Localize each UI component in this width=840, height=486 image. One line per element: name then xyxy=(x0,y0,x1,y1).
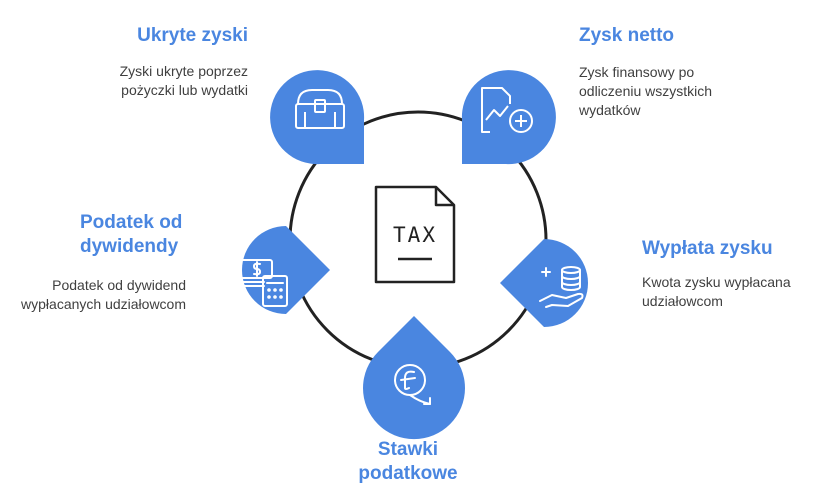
desc-dividend-tax: Podatek od dywidend wypłacanych udziałow… xyxy=(21,277,186,312)
tax-document-icon: TAX xyxy=(374,185,456,284)
coin-arrow-down-icon xyxy=(394,364,431,405)
desc-net-profit: Zysk finansowy po odliczeniu wszystkich … xyxy=(579,64,713,118)
treasure-chest-icon xyxy=(295,89,345,129)
drop-net-profit xyxy=(461,70,556,165)
drop-profit-payout xyxy=(500,239,588,327)
title-profit-payout: Wypłata zysku xyxy=(642,238,773,259)
money-calculator-icon xyxy=(239,259,288,307)
tax-label: TAX xyxy=(393,223,437,247)
drop-hidden-profits xyxy=(270,70,365,165)
chart-document-plus-icon xyxy=(481,87,533,133)
drop-dividend-tax xyxy=(239,226,330,314)
title-tax-rates: Stawki podatkowe xyxy=(358,439,458,484)
hand-coins-icon xyxy=(539,266,584,308)
desc-hidden-profits: Zyski ukryte poprzez pożyczki lub wydatk… xyxy=(119,63,248,98)
desc-profit-payout: Kwota zysku wypłacana udziałowcom xyxy=(642,274,791,309)
title-hidden-profits: Ukryte zyski xyxy=(137,25,248,46)
title-net-profit: Zysk netto xyxy=(579,25,675,46)
drop-tax-rates xyxy=(363,316,465,440)
title-dividend-tax: Podatek od dywidendy xyxy=(80,212,183,257)
